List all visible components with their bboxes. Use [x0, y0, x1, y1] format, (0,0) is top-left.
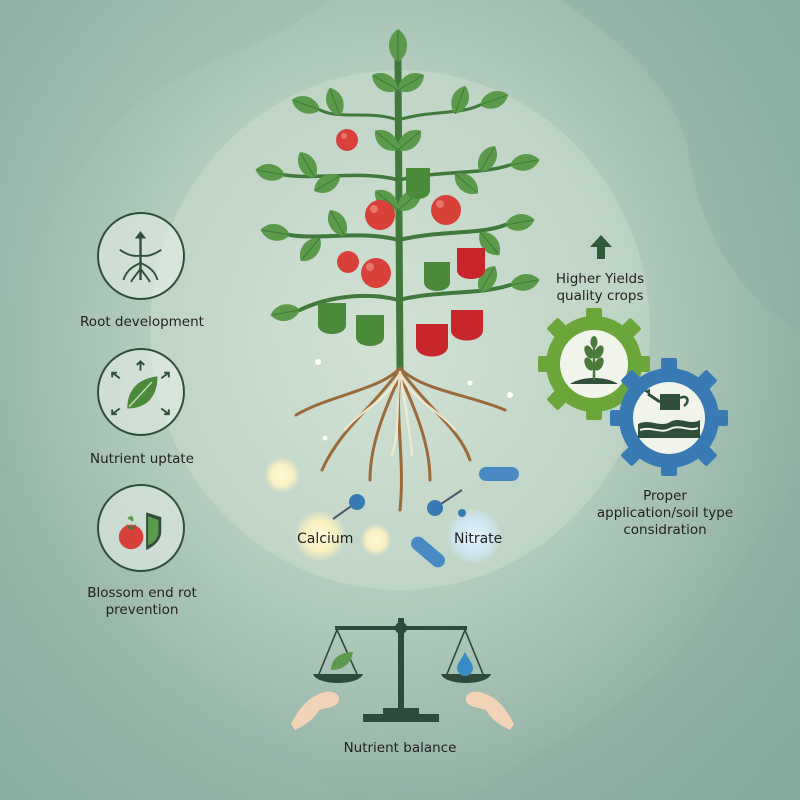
calcium-label: Calcium — [297, 531, 354, 547]
scale-icon — [291, 618, 514, 730]
tomatoes — [336, 129, 461, 288]
higher-yields-label: Higher Yields quality crops — [520, 271, 680, 305]
up-arrow-icon — [590, 235, 612, 259]
watering-can-gear-icon — [610, 358, 728, 476]
proper-application-line1: Proper — [643, 488, 687, 504]
higher-yields-line2: quality crops — [556, 288, 644, 304]
peppers — [318, 168, 485, 357]
leaf-icon — [331, 652, 353, 670]
blossom-end-rot-line1: Blossom end rot — [87, 585, 197, 601]
right-hand-icon — [465, 691, 514, 730]
nitrate-label: Nitrate — [454, 531, 503, 547]
blossom-end-rot-label: Blossom end rot prevention — [50, 585, 234, 619]
water-drop-icon — [457, 652, 473, 676]
wheat-gear-icon — [538, 308, 650, 420]
left-hand-icon — [291, 691, 340, 730]
roots — [294, 366, 507, 512]
leaf-arrows-icon — [97, 348, 185, 436]
higher-yields-line1: Higher Yields — [555, 271, 645, 287]
root-development-label: Root development — [80, 314, 204, 330]
nutrient-particles — [264, 359, 519, 568]
root-icon — [97, 212, 185, 300]
nutrient-balance-label: Nutrient balance — [343, 740, 457, 756]
proper-application-line2: application/soil type — [596, 505, 734, 521]
gears-illustration — [538, 308, 728, 476]
tomato-shield-icon — [97, 484, 185, 572]
proper-application-line3: considration — [623, 522, 707, 538]
proper-application-label: Proper application/soil type considratio… — [570, 488, 760, 539]
blossom-end-rot-line2: prevention — [105, 602, 179, 618]
nutrient-uptake-label: Nutrient uptate — [90, 451, 194, 467]
